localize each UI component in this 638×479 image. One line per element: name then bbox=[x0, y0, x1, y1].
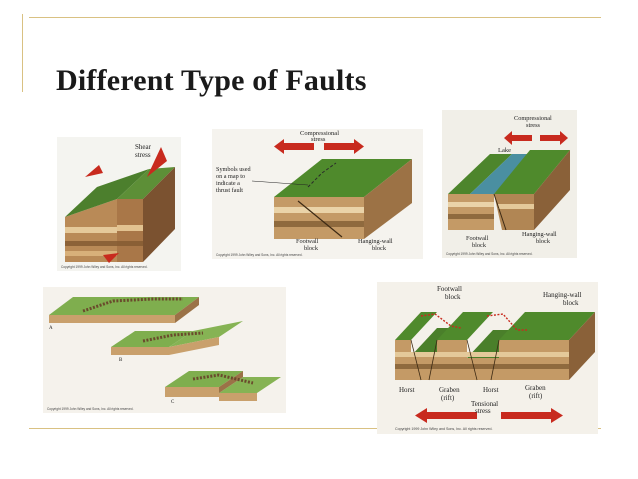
reverse-stress-label-1: Compressional bbox=[514, 115, 552, 122]
thrust-symbol-note-2: on a map to bbox=[216, 173, 245, 180]
reverse-fault-diagram: Compressional stress Lake Footwall block… bbox=[446, 115, 570, 256]
thrust-fault-diagram: Compressional stress Symbols used on a m… bbox=[216, 130, 412, 257]
reverse-lake-label: Lake bbox=[498, 147, 511, 154]
reverse-footwall-label-2: block bbox=[472, 242, 487, 249]
tensional-stress-label-2: stress bbox=[475, 407, 491, 415]
thrust-fault-figure: Compressional stress Symbols used on a m… bbox=[212, 129, 423, 259]
graben-hanging-label-1: Hanging-wall bbox=[543, 291, 582, 299]
decor-left-rule bbox=[22, 14, 23, 92]
fault-sequence-figure: A B C Copyright 1999 John Wiley and Sons… bbox=[43, 287, 286, 413]
thrust-stress-label-2: stress bbox=[311, 136, 326, 143]
sequence-copyright: Copyright 1999 John Wiley and Sons, Inc.… bbox=[47, 407, 134, 411]
reverse-stress-label-2: stress bbox=[526, 122, 541, 129]
thrust-copyright: Copyright 1999 John Wiley and Sons, Inc.… bbox=[216, 253, 303, 257]
fault-sequence-diagram: A B C Copyright 1999 John Wiley and Sons… bbox=[47, 297, 281, 411]
horst-left-label: Horst bbox=[399, 386, 415, 394]
graben-right-label-2: (rift) bbox=[529, 392, 543, 400]
reverse-fault-figure: Compressional stress Lake Footwall block… bbox=[442, 110, 577, 258]
decor-bottom-rule bbox=[29, 428, 601, 429]
decor-top-rule bbox=[29, 17, 601, 18]
sequence-step-c-label: C bbox=[171, 400, 175, 405]
thrust-hanging-label-1: Hanging-wall bbox=[358, 238, 393, 245]
shear-stress-label-1: Shear bbox=[135, 143, 152, 151]
thrust-symbol-note-4: thrust fault bbox=[216, 187, 243, 194]
thrust-stress-label-1: Compressional bbox=[300, 130, 339, 137]
sequence-step-a-label: A bbox=[49, 326, 53, 331]
thrust-hanging-label-2: block bbox=[372, 245, 387, 252]
graben-right-label-1: Graben bbox=[525, 384, 546, 392]
reverse-copyright: Copyright 1999 John Wiley and Sons, Inc.… bbox=[446, 252, 533, 256]
reverse-hanging-label-1: Hanging-wall bbox=[522, 231, 557, 238]
reverse-hanging-label-2: block bbox=[536, 238, 551, 245]
shear-stress-label-2: stress bbox=[135, 151, 151, 159]
graben-footwall-label-1: Footwall bbox=[437, 285, 462, 293]
sequence-step-b-label: B bbox=[119, 358, 123, 363]
strike-slip-copyright: Copyright 1999 John Wiley and Sons, Inc.… bbox=[61, 265, 148, 269]
strike-slip-diagram: Shear stress Copyright 1999 John Wiley a… bbox=[61, 143, 175, 269]
graben-left-label-2: (rift) bbox=[441, 394, 455, 402]
reverse-footwall-label-1: Footwall bbox=[466, 235, 489, 242]
thrust-symbol-note-3: indicate a bbox=[216, 180, 240, 187]
strike-slip-fault-figure: Shear stress Copyright 1999 John Wiley a… bbox=[57, 137, 181, 271]
thrust-symbol-note-1: Symbols used bbox=[216, 166, 251, 173]
graben-hanging-label-2: block bbox=[563, 299, 579, 307]
horst-graben-diagram: Footwall block Hanging-wall block Horst … bbox=[395, 285, 595, 431]
slide-title: Different Type of Faults bbox=[56, 64, 367, 97]
thrust-footwall-label-2: block bbox=[304, 245, 319, 252]
tensional-stress-label-1: Tensional bbox=[471, 400, 498, 408]
graben-footwall-label-2: block bbox=[445, 293, 461, 301]
graben-left-label-1: Graben bbox=[439, 386, 460, 394]
horst-mid-label: Horst bbox=[483, 386, 499, 394]
graben-copyright: Copyright 1999 John Wiley and Sons, Inc.… bbox=[395, 427, 492, 431]
thrust-footwall-label-1: Footwall bbox=[296, 238, 319, 245]
horst-graben-figure: Footwall block Hanging-wall block Horst … bbox=[377, 282, 598, 434]
